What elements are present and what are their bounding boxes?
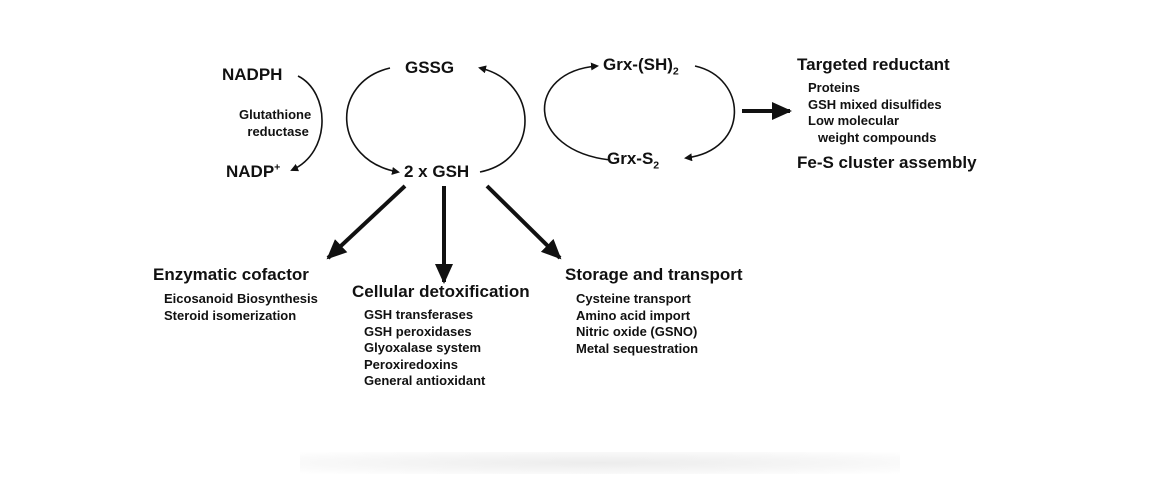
list-item: Low molecular	[808, 113, 900, 128]
list-item: Glyoxalase system	[364, 340, 482, 355]
grx-oxidized-label: Grx-S2	[607, 149, 660, 172]
cellular-detoxification-title: Cellular detoxification	[352, 282, 530, 301]
list-item: Steroid isomerization	[164, 307, 297, 323]
nadph-to-nadp-arc	[290, 75, 323, 172]
list-item: GSH peroxidases	[364, 323, 472, 339]
list-item: Cysteine transport	[576, 291, 691, 306]
grx-ox-to-red-arc	[543, 62, 611, 161]
list-item: Metal sequestration	[576, 340, 699, 356]
grx-red-to-ox-arc	[684, 65, 736, 162]
to-enzymatic-cofactor-arrow	[326, 184, 407, 260]
gsh-label: 2 x GSH	[404, 162, 470, 181]
storage-transport-list: Cysteine transport Amino acid import Nit…	[576, 291, 698, 357]
list-item: Eicosanoid Biosynthesis	[164, 291, 318, 306]
to-storage-transport-arrow	[485, 184, 562, 260]
gssg-label: GSSG	[405, 58, 455, 77]
list-item: Proteins	[808, 80, 861, 95]
fe-s-cluster-label: Fe-S cluster assembly	[797, 153, 977, 172]
nadph-label: NADPH	[222, 65, 283, 84]
targeted-reductant-list: Proteins GSH mixed disulfides Low molecu…	[808, 80, 942, 146]
scan-shadow	[300, 452, 900, 474]
list-item: Amino acid import	[576, 307, 691, 323]
list-item: GSH transferases	[364, 307, 474, 322]
cellular-detoxification-list: GSH transferases GSH peroxidases Glyoxal…	[364, 307, 485, 390]
list-item: Peroxiredoxins	[364, 356, 458, 372]
list-item: Nitric oxide (GSNO)	[576, 324, 698, 339]
list-item: General antioxidant	[364, 373, 486, 388]
targeted-reductant-title: Targeted reductant	[797, 55, 950, 74]
gssg-to-gsh-arc	[345, 67, 400, 175]
gsh-to-gssg-arc	[478, 65, 526, 173]
glutathione-reductase-label: Glutathione reductase	[239, 107, 312, 139]
list-item: weight compounds	[818, 129, 937, 145]
nadp-label: NADP+	[226, 161, 281, 181]
enzymatic-cofactor-title: Enzymatic cofactor	[153, 265, 309, 284]
grx-reduced-label: Grx-(SH)2	[603, 55, 679, 78]
storage-transport-title: Storage and transport	[565, 265, 743, 284]
list-item: GSH mixed disulfides	[808, 96, 942, 112]
enzymatic-cofactor-list: Eicosanoid Biosynthesis Steroid isomeriz…	[164, 291, 318, 324]
